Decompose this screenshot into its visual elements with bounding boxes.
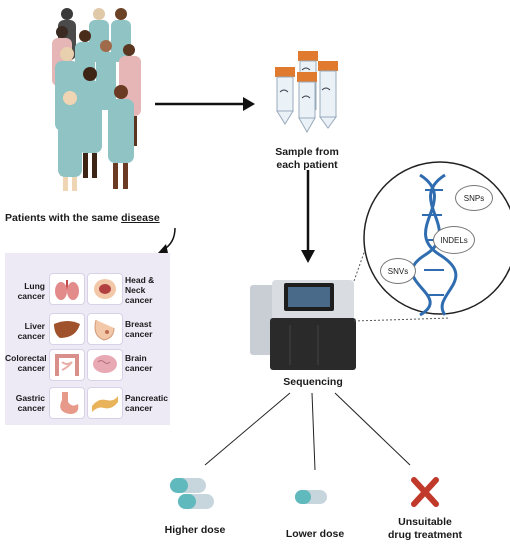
cancer-breast-line2: cancer	[125, 329, 153, 339]
cancer-breast-line1: Breast	[125, 319, 152, 329]
liver-icon	[49, 313, 85, 345]
cancer-headneck-line1: Head &	[125, 275, 155, 285]
patient-figure	[78, 67, 102, 178]
cancer-liver-line1: Liver	[24, 321, 45, 331]
cancer-brain-line1: Brain	[125, 353, 147, 363]
snvs-bubble: SNVs	[380, 258, 416, 284]
patients-label-text: Patients with the same	[5, 212, 122, 224]
cancer-brain-line2: cancer	[125, 363, 153, 373]
sequencer-illustration	[250, 280, 356, 370]
patients-label: Patients with the same disease	[5, 212, 215, 225]
cancer-headneck-line2: Neck	[125, 285, 146, 295]
cancer-headneck-line3: cancer	[125, 295, 153, 305]
cancer-colorectal-line2: cancer	[17, 363, 45, 373]
unsuitable-line1: Unsuitable	[398, 516, 452, 528]
sample-label: Sample from each patient	[262, 146, 352, 172]
lung-icon	[49, 273, 85, 305]
head-neck-icon	[87, 273, 123, 305]
sequencing-label: Sequencing	[283, 376, 343, 388]
lower-dose-pill-icon	[295, 490, 327, 504]
outcome-lines	[204, 392, 411, 471]
unsuitable-line2: drug treatment	[387, 529, 463, 541]
patient-figure	[108, 85, 134, 189]
patients-label-emphasis: disease	[121, 212, 160, 224]
cancer-pancreatic-line1: Pancreatic	[125, 393, 168, 403]
brain-icon	[87, 349, 123, 381]
cancer-pancreatic-line2: cancer	[125, 403, 153, 413]
cancer-lung-line2: cancer	[17, 291, 45, 301]
lower-dose-label: Lower dose	[285, 528, 345, 540]
colon-icon	[49, 349, 85, 381]
arrow-to-samples	[155, 97, 255, 111]
cancer-colorectal-line1: Colorectal	[5, 353, 47, 363]
cancer-lung-line1: Lung	[24, 281, 45, 291]
cancer-gastric-line1: Gastric	[15, 393, 45, 403]
arrow-to-sequencer	[301, 170, 315, 263]
higher-dose-label: Higher dose	[164, 524, 226, 536]
breast-icon	[87, 313, 123, 345]
cancer-gastric-line2: cancer	[17, 403, 45, 413]
cross-icon	[411, 477, 439, 507]
cancer-liver-line2: cancer	[17, 331, 45, 341]
indels-bubble: INDELs	[433, 226, 475, 254]
pancreas-icon	[87, 387, 123, 419]
sample-label-line1: Sample from	[275, 146, 339, 158]
unsuitable-label: Unsuitable drug treatment	[370, 516, 480, 542]
arrow-to-cancer-types	[158, 227, 176, 253]
higher-dose-pills-icon	[170, 478, 214, 509]
stomach-icon	[49, 387, 85, 419]
sample-label-line2: each patient	[276, 159, 338, 171]
snps-bubble: SNPs	[455, 185, 493, 211]
patient-figure	[58, 91, 82, 191]
sample-tubes-illustration	[275, 51, 338, 134]
